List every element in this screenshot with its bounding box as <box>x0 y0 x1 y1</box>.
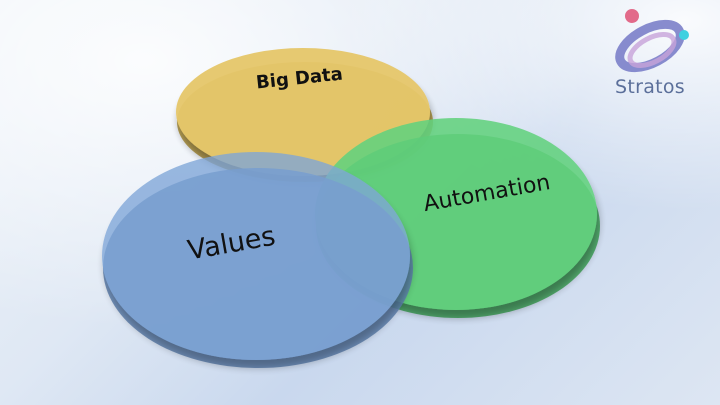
stratos-logo-icon <box>615 9 689 73</box>
stratos-logo: Stratos <box>600 4 700 104</box>
values-disc <box>102 152 410 360</box>
set-values <box>102 152 413 368</box>
logo-text: Stratos <box>614 76 686 98</box>
